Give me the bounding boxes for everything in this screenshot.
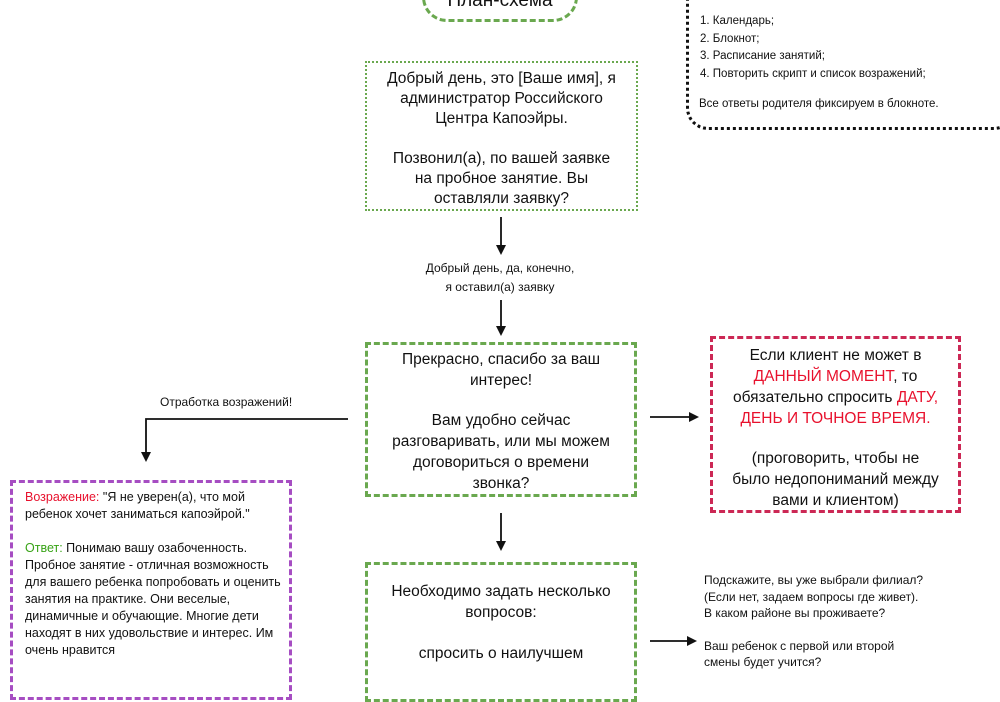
arrow-to-objection [141, 418, 348, 462]
callback-line: ДАННЫЙ МОМЕНТ, то [721, 366, 950, 387]
questions-line: спросить о наилучшем [418, 645, 584, 662]
interest-line: Вам удобно сейчас [431, 412, 571, 429]
connector-arrows [141, 217, 699, 646]
objection-handling-label: Отработка возражений! [160, 395, 293, 409]
callback-highlight: ДАТУ, [896, 389, 939, 406]
interest-line: Прекрасно, спасибо за ваш [401, 351, 601, 368]
interest-box: Прекрасно, спасибо за ваш интерес! Вам у… [365, 342, 637, 497]
answer-label: Ответ: [25, 541, 63, 555]
side-question-line: В каком районе вы проживаете? [704, 606, 886, 620]
interest-line: звонка? [472, 475, 530, 492]
checklist-item: 1. Календарь; [700, 15, 775, 27]
callback-text: обязательно спросить [732, 389, 897, 406]
callback-line: ДЕНЬ И ТОЧНОЕ ВРЕМЯ. [721, 408, 950, 429]
callback-highlight: ДАННЫЙ МОМЕНТ [753, 368, 894, 385]
callback-highlight: ДЕНЬ И ТОЧНОЕ ВРЕМЯ. [740, 410, 931, 427]
callback-line: вами и клиентом) [772, 492, 899, 509]
checklist-list: 1. Календарь; 2. Блокнот; 3. Расписание … [700, 13, 1000, 83]
diagram-title: План-схема [447, 0, 553, 11]
objection-box: Возражение: "Я не уверен(а), что мой реб… [10, 480, 292, 700]
callback-line: обязательно спросить ДАТУ, [721, 387, 950, 408]
parent-reply-line: Добрый день, да, конечно, [425, 261, 575, 275]
checklist-item: 3. Расписание занятий; [700, 50, 825, 62]
greeting-line: администратор Российского [400, 90, 603, 107]
callback-line: было недопониманий между [732, 471, 939, 488]
questions-line: Необходимо задать несколько [391, 583, 611, 600]
callback-text: , то [893, 368, 918, 385]
side-question-line: смены будет учится? [704, 655, 822, 669]
greeting-line: Центра Капоэйры. [435, 110, 568, 127]
questions-line: вопросов: [465, 604, 537, 621]
greeting-line: Позвонил(а), по вашей заявке [392, 150, 611, 167]
checklist-item: 4. Повторить скрипт и список возражений; [700, 67, 926, 80]
parent-reply-line: я оставил(а) заявку [445, 280, 555, 294]
greeting-box: Добрый день, это [Ваше имя], я администр… [365, 61, 638, 211]
objection-label: Возражение: [25, 490, 100, 504]
interest-line: разговаривать, или мы можем [392, 433, 610, 450]
side-questions: Подскажите, вы уже выбрали филиал? (Если… [704, 572, 994, 671]
checklist-box [686, 0, 1000, 130]
objection-paragraph: Возражение: "Я не уверен(а), что мой реб… [25, 489, 283, 523]
greeting-line: на пробное занятие. Вы [414, 170, 589, 187]
side-question-line: Подскажите, вы уже выбрали филиал? [704, 573, 924, 587]
answer-paragraph: Ответ: Понимаю вашу озабоченность. Пробн… [25, 540, 283, 659]
objection-text: "Я не уверен(а), что мой ребенок хочет з… [25, 490, 250, 521]
interest-line: договориться о времени [412, 454, 590, 471]
checklist-note: Все ответы родителя фиксируем в блокноте… [699, 98, 939, 110]
callback-box: Если клиент не может в ДАННЫЙ МОМЕНТ, то… [710, 336, 961, 513]
checklist-item: 2. Блокнот; [700, 32, 760, 45]
side-question-line: Ваш ребенок с первой или второй [704, 638, 895, 653]
callback-line: (проговорить, чтобы не [751, 450, 920, 467]
answer-text: Понимаю вашу озабоченность. Пробное заня… [25, 541, 281, 657]
greeting-line: Добрый день, это [Ваше имя], я [387, 70, 616, 87]
parent-reply: Добрый день, да, конечно, я оставил(а) з… [380, 259, 620, 297]
greeting-line: оставляли заявку? [434, 190, 569, 207]
callback-line: Если клиент не может в [749, 347, 922, 364]
interest-line: интерес! [469, 372, 533, 389]
side-question-line: (Если нет, задаем вопросы где живет). [704, 589, 919, 604]
